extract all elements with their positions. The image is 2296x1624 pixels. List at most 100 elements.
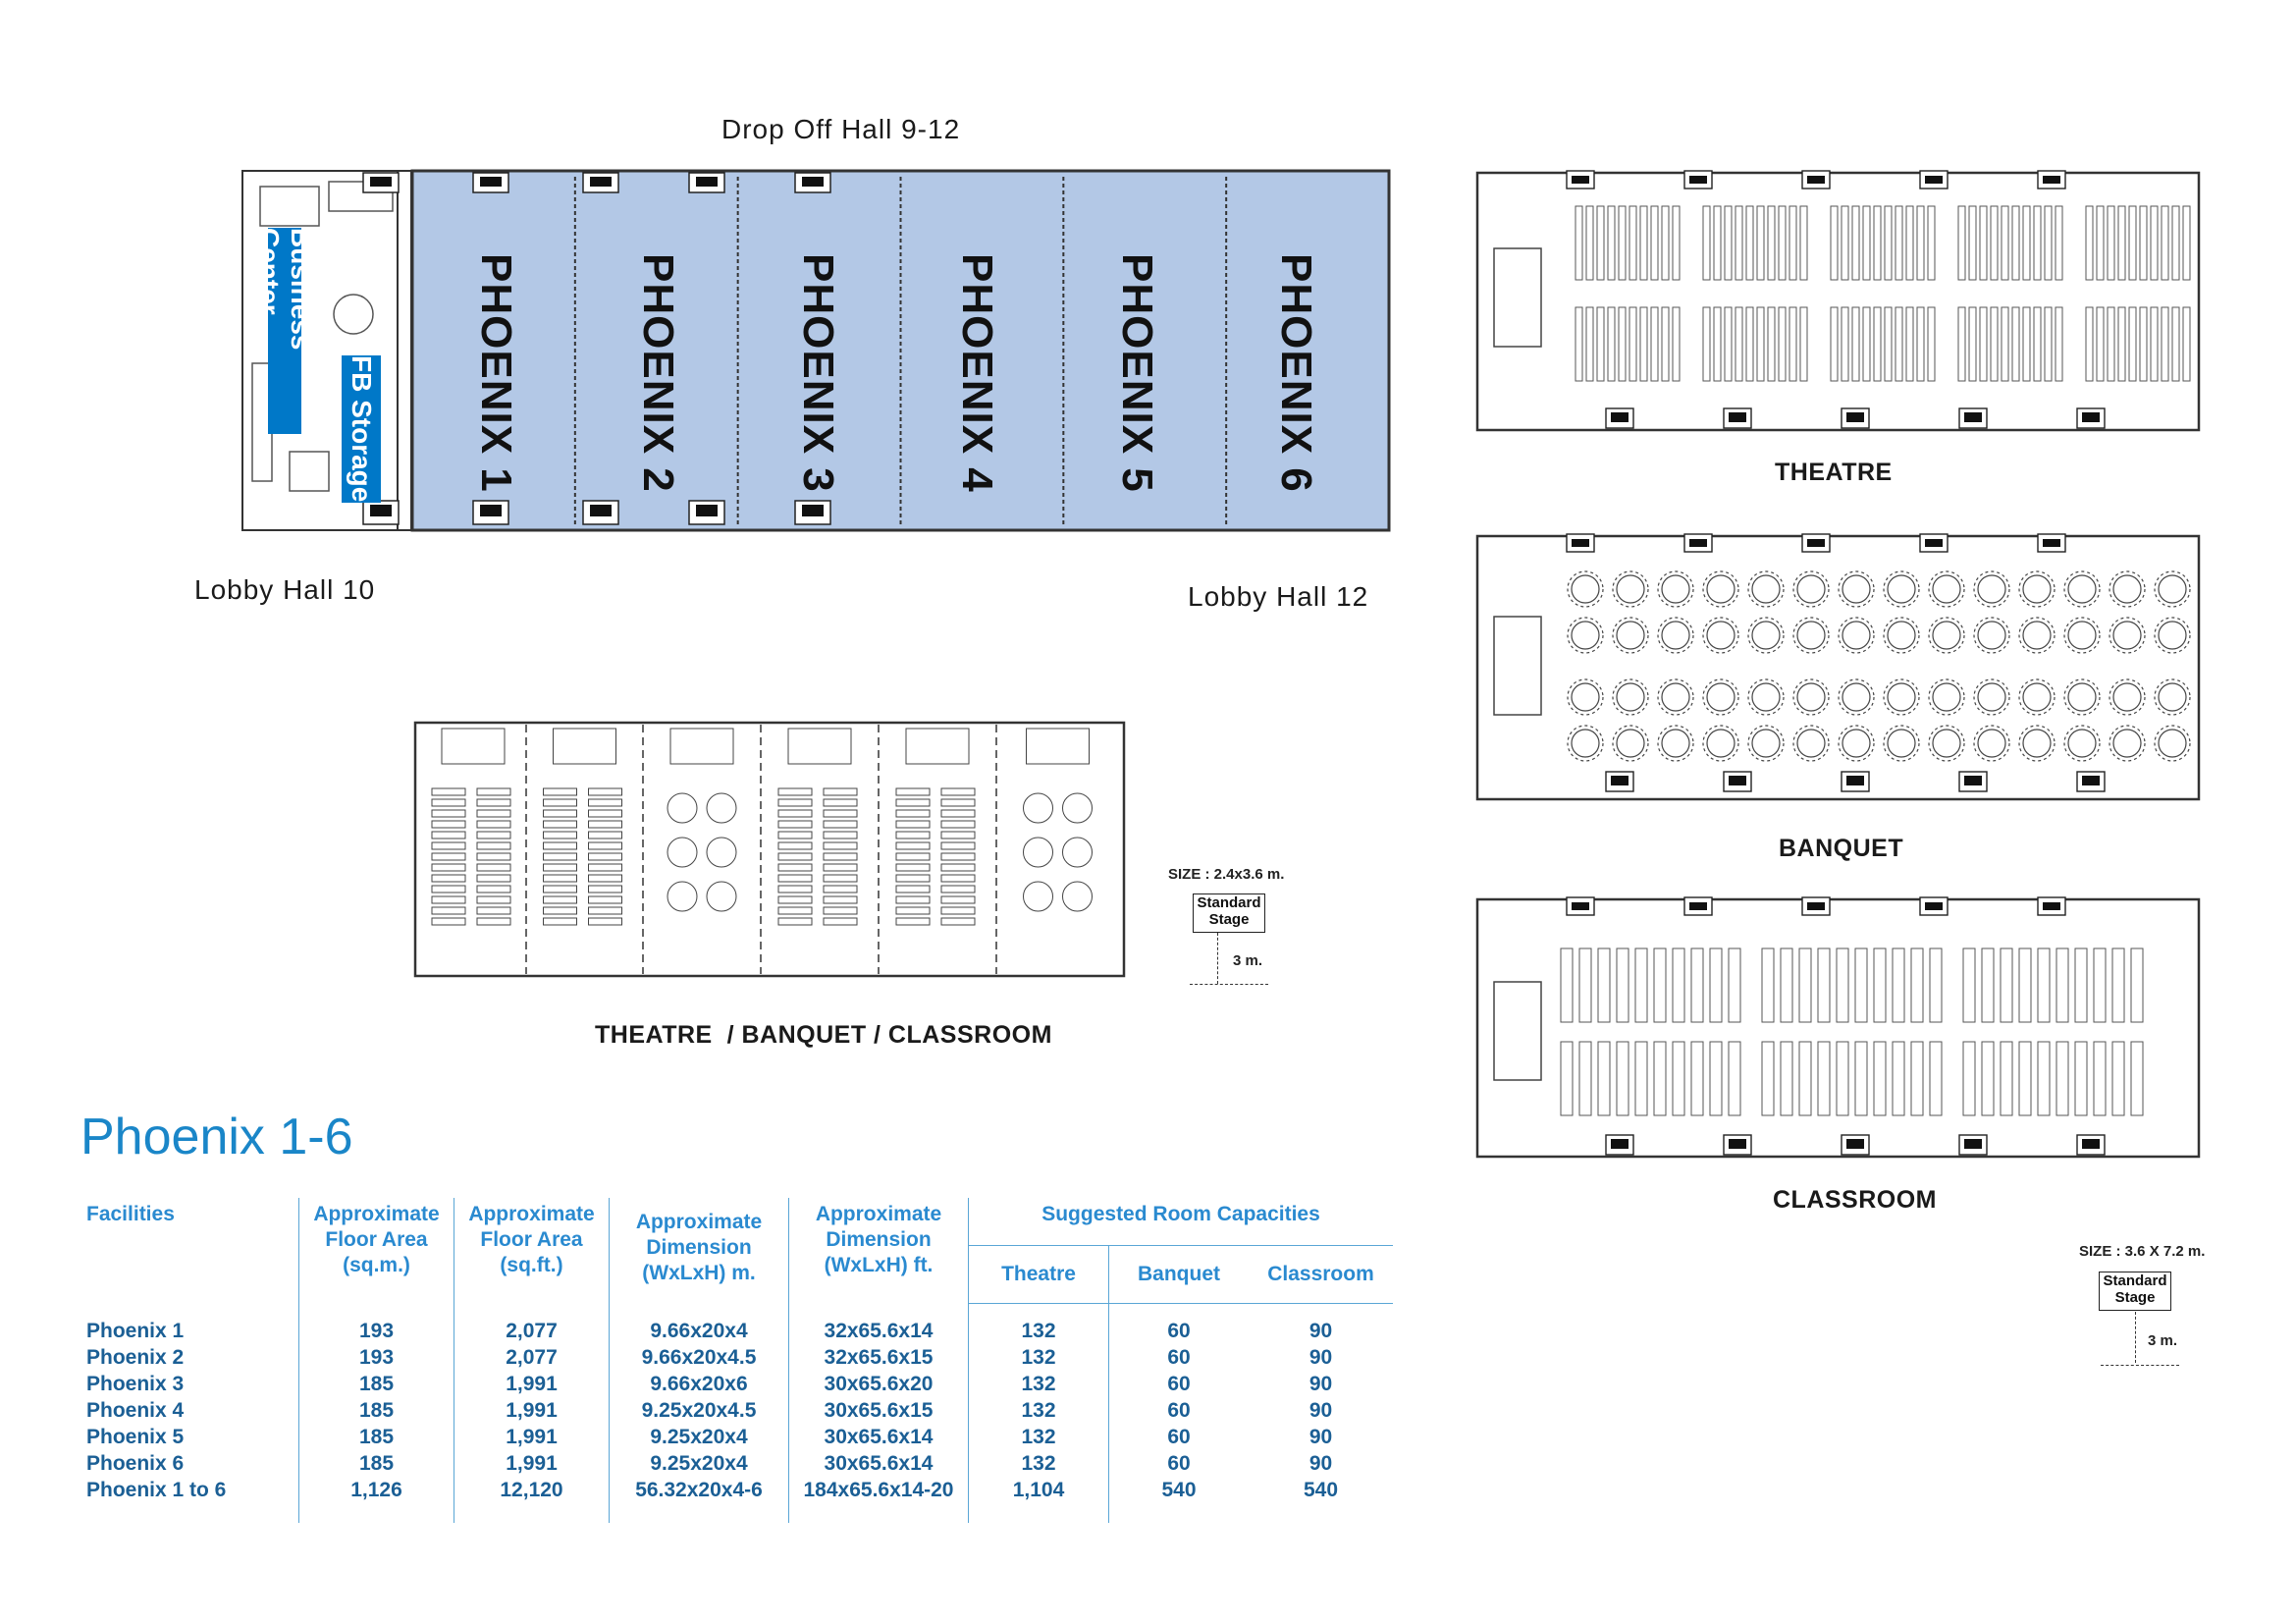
desk-column [1653, 1041, 1667, 1116]
cell-sqm: 193 [298, 1343, 454, 1371]
seat-row [431, 917, 466, 926]
seat-row [823, 798, 858, 807]
banquet-table [706, 792, 737, 824]
seat-column [1916, 306, 1925, 382]
door-mark [1572, 902, 1589, 910]
cell-sqft: 1,991 [454, 1423, 610, 1450]
door-mark [2082, 412, 2100, 422]
seat-row [777, 863, 813, 872]
cell-dim-ft: 30x65.6x20 [788, 1370, 969, 1397]
banquet-table [1661, 682, 1690, 712]
banquet-chairs [2109, 725, 2146, 762]
banquet-table [1062, 837, 1093, 868]
seat-column [1639, 306, 1648, 382]
cell-sqft: 1,991 [454, 1449, 610, 1477]
seat-column [1639, 205, 1648, 281]
banquet-chairs [2109, 678, 2146, 716]
seat-row [895, 895, 931, 904]
banquet-chairs [1747, 725, 1785, 762]
classroom-caption: CLASSROOM [1773, 1186, 1937, 1214]
room-label-phoenix-4: PHOENIX 4 [953, 253, 1001, 493]
seat-row [895, 820, 931, 829]
room-label-phoenix-3: PHOENIX 3 [794, 253, 842, 493]
desk-column [2074, 947, 2088, 1023]
banquet-chairs [2018, 725, 2056, 762]
banquet-chairs [1747, 678, 1785, 716]
cell-dim-m: 9.25x20x4 [609, 1449, 789, 1477]
desk-column [1653, 947, 1667, 1023]
desk-column [2000, 1041, 2013, 1116]
desk-column [1616, 1041, 1629, 1116]
banquet-table [1751, 621, 1781, 650]
banquet-chairs [1838, 617, 1875, 654]
banquet-chairs [2154, 678, 2191, 716]
cell-banquet: 540 [1108, 1476, 1249, 1503]
seat-row [940, 809, 976, 818]
seat-row [431, 863, 466, 872]
desk-column [1728, 1041, 1741, 1116]
seat-row [777, 831, 813, 839]
classroom-layout-plan [1472, 892, 2204, 1166]
seat-row [476, 885, 511, 893]
banquet-table [667, 881, 698, 912]
seat-row [588, 863, 622, 872]
cell-theatre: 1,104 [968, 1476, 1109, 1503]
door-mark [1729, 1139, 1746, 1149]
cell-dim-ft: 30x65.6x15 [788, 1396, 969, 1424]
seat-row [588, 809, 622, 818]
desk-column [2111, 1041, 2125, 1116]
desk-column [1817, 947, 1831, 1023]
header-dim-m: Approximate Dimension (WxLxH) m. [609, 1198, 789, 1304]
door-mark [1846, 1139, 1864, 1149]
seat-column [1767, 306, 1776, 382]
cell-classroom: 90 [1308, 1345, 1333, 1369]
seat-column [2011, 306, 2020, 382]
seat-row [431, 831, 466, 839]
cell-banquet: 60 [1108, 1423, 1249, 1450]
seat-column [1873, 306, 1882, 382]
banquet-chairs [1883, 617, 1920, 654]
seat-row [823, 852, 858, 861]
banquet-layout-plan [1472, 528, 2204, 808]
seat-row [777, 820, 813, 829]
banquet-table [2067, 574, 2097, 604]
desk-column [2018, 1041, 2032, 1116]
seat-row [588, 798, 622, 807]
stage-outline [905, 728, 970, 765]
seat-column [1789, 306, 1797, 382]
seat-row [940, 852, 976, 861]
desk-column [1854, 1041, 1868, 1116]
desk-column [1929, 947, 1943, 1023]
banquet-table [1023, 837, 1053, 868]
seat-column [1830, 205, 1839, 281]
banquet-chairs [1792, 570, 1830, 608]
seat-row [543, 798, 577, 807]
seat-column [2033, 205, 2042, 281]
banquet-chairs [2063, 725, 2101, 762]
seat-row [823, 874, 858, 883]
seat-row [543, 787, 577, 796]
desk-column [2056, 947, 2069, 1023]
header-floor-sqft: Approximate Floor Area (sq.ft.) [454, 1198, 610, 1304]
desk-column [2130, 947, 2144, 1023]
seat-row [823, 841, 858, 850]
seat-column [1968, 205, 1977, 281]
desk-column [2074, 1041, 2088, 1116]
desk-column [1672, 1041, 1685, 1116]
desk-column [1962, 947, 1976, 1023]
banquet-table [1616, 621, 1645, 650]
desk-column [1690, 947, 1704, 1023]
cell-name: Phoenix 3 [86, 1372, 185, 1395]
header-floor-sqm-2: Floor Area [325, 1228, 428, 1251]
stage-large-size: SIZE : 3.6 X 7.2 m. [2079, 1243, 2206, 1260]
door-mark [1611, 776, 1629, 785]
seat-column [2096, 205, 2105, 281]
seat-column [1789, 205, 1797, 281]
door-mark [1964, 412, 1982, 422]
cell-theatre: 132 [968, 1449, 1109, 1477]
seat-row [476, 874, 511, 883]
door-mark [590, 177, 612, 187]
seat-column [1629, 205, 1637, 281]
banquet-table [2067, 621, 2097, 650]
